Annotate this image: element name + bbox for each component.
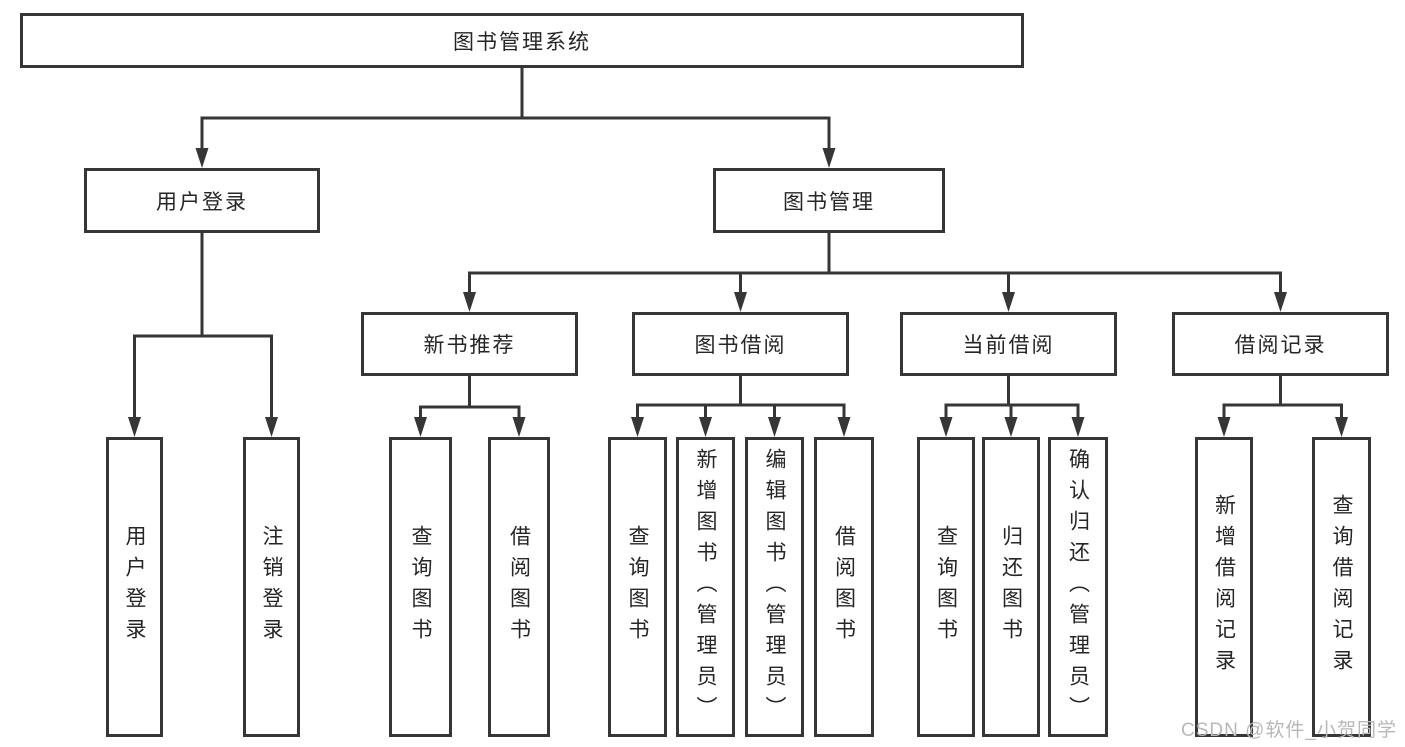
node-book-management: 图书管理 [713,168,945,233]
leaf-add-borrow-record: 新增借阅记录 [1195,437,1253,737]
leaf-user-login-label: 用户登录 [123,525,146,649]
node-new-book-recommend: 新书推荐 [361,312,578,376]
leaf-user-login: 用户登录 [106,437,163,737]
leaf-confirm-return-admin: 确认归还（管理员） [1048,437,1108,737]
leaf-query-books-1: 查询图书 [389,437,452,737]
node-book-management-label: 图书管理 [783,190,875,214]
leaf-logout: 注销登录 [243,437,300,737]
leaf-borrow-books-2-label: 借阅图书 [832,525,856,649]
leaf-query-books-2-label: 查询图书 [626,525,649,649]
leaf-borrow-books-1-label: 借阅图书 [507,525,531,649]
connector-paths [133,68,1343,421]
leaf-add-book-admin: 新增图书（管理员） [676,437,735,737]
leaf-query-books-2: 查询图书 [608,437,667,737]
node-current-borrow: 当前借阅 [900,312,1117,376]
node-new-book-recommend-label: 新书推荐 [423,334,516,357]
csdn-watermark: CSDN @软件_小贺同学 [1181,720,1397,741]
node-current-borrow-label: 当前借阅 [962,334,1055,357]
node-borrow-records-label: 借阅记录 [1234,334,1327,357]
leaf-edit-book-admin: 编辑图书（管理员） [745,437,804,737]
leaf-borrow-books-2: 借阅图书 [814,437,874,737]
leaf-query-books-1-label: 查询图书 [409,525,432,649]
node-borrow-records: 借阅记录 [1172,312,1389,376]
arrowheads [128,148,1348,437]
node-book-borrow-label: 图书借阅 [694,334,787,357]
node-root: 图书管理系统 [20,13,1024,68]
leaf-query-borrow-record-label: 查询借阅记录 [1330,494,1353,680]
leaf-return-book-label: 归还图书 [999,525,1023,649]
leaf-add-borrow-record-label: 新增借阅记录 [1212,494,1236,680]
leaf-query-books-3-label: 查询图书 [934,525,958,649]
leaf-confirm-return-admin-label: 确认归还（管理员） [1066,447,1090,727]
leaf-borrow-books-1: 借阅图书 [488,437,550,737]
node-user-login-label: 用户登录 [156,190,248,214]
leaf-add-book-admin-label: 新增图书（管理员） [694,447,717,727]
leaf-return-book: 归还图书 [982,437,1040,737]
leaf-logout-label: 注销登录 [260,525,283,649]
node-root-label: 图书管理系统 [453,30,591,54]
leaf-query-borrow-record: 查询借阅记录 [1312,437,1371,737]
leaf-edit-book-admin-label: 编辑图书（管理员） [763,447,786,727]
leaf-query-books-3: 查询图书 [917,437,975,737]
node-book-borrow: 图书借阅 [632,312,849,376]
node-user-login: 用户登录 [84,168,320,233]
